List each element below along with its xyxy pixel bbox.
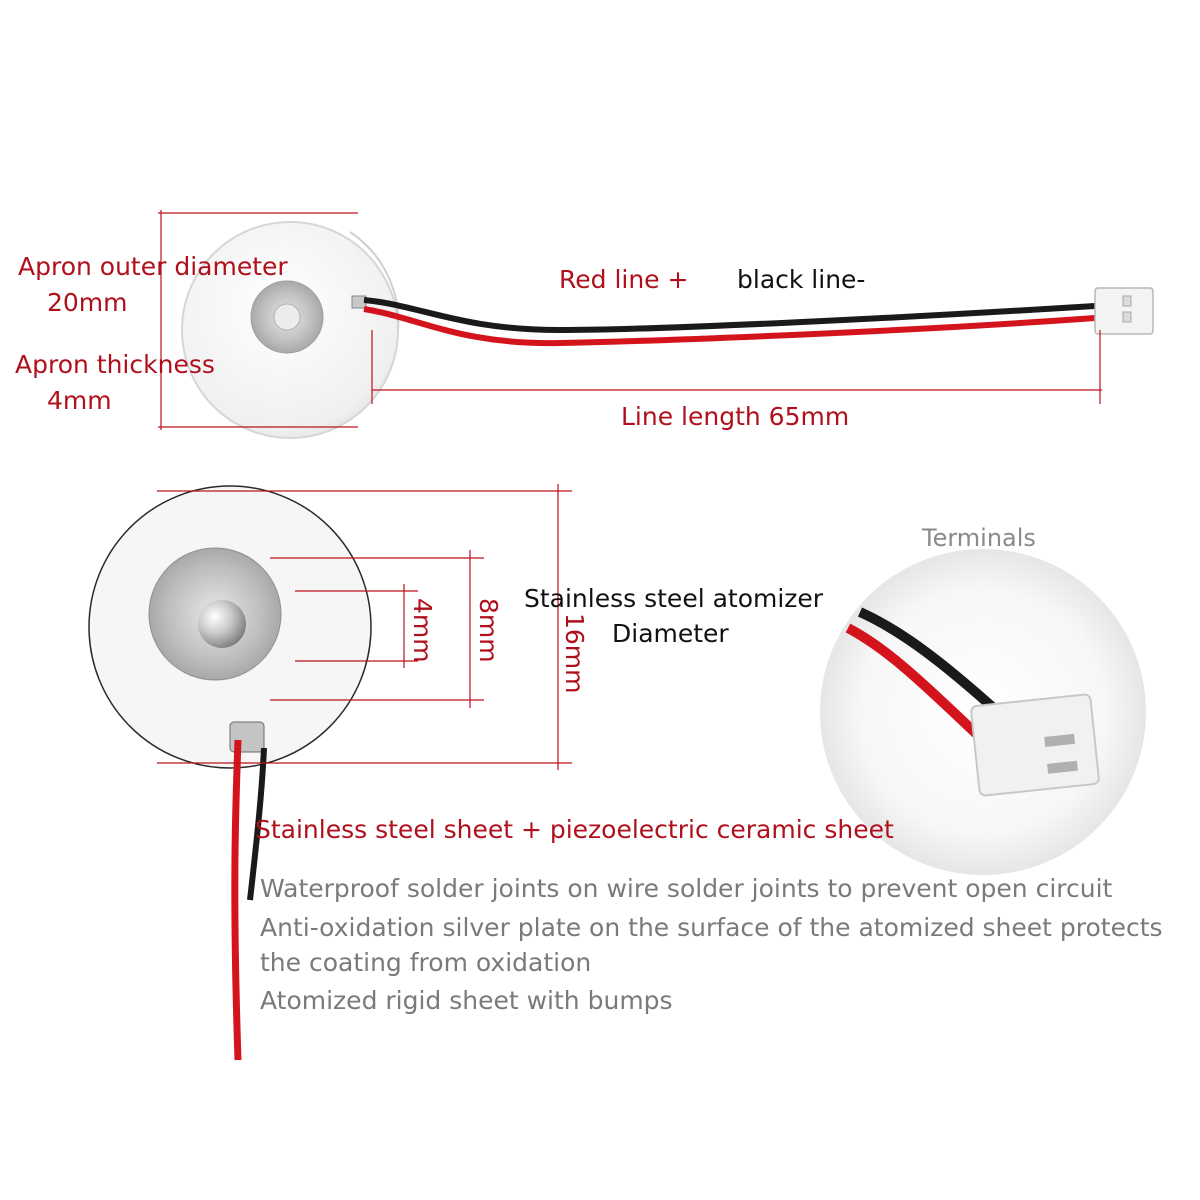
bottom-atomizer-face: [88, 485, 372, 1061]
bottom-dimension-lines: [157, 484, 572, 770]
dim-4mm-label: 4mm: [408, 598, 437, 663]
feature-item: Anti-oxidation silver plate on the surfa…: [260, 913, 1163, 942]
zoom-connector: [970, 693, 1100, 797]
zoom-pin-1: [1044, 733, 1076, 747]
apron-thickness-value: 4mm: [47, 386, 112, 415]
connector-slot-2: [1122, 311, 1132, 323]
zoom-pin-2: [1047, 760, 1078, 774]
connector-slot-1: [1122, 295, 1132, 307]
feature-item: Waterproof solder joints on wire solder …: [260, 874, 1113, 903]
atomizer-diameter-line1: Stainless steel atomizer: [524, 584, 824, 613]
zoom-red-wire: [845, 623, 989, 746]
red-wire: [363, 306, 1096, 347]
terminals-zoom: [820, 549, 1146, 875]
atomizer-bump-face: [198, 600, 246, 648]
black-wire: [363, 297, 1096, 334]
line-length-label: Line length 65mm: [621, 402, 849, 431]
terminal-connector: [1094, 287, 1154, 335]
zoom-black-wire: [857, 607, 1002, 716]
sheet-description: Stainless steel sheet + piezoelectric ce…: [255, 815, 894, 844]
top-atomizer-view: [181, 221, 1154, 439]
apron-outer-diameter-value: 20mm: [47, 288, 128, 317]
apron-thickness-label: Apron thickness: [15, 350, 215, 379]
atomizer-bump: [273, 303, 301, 331]
feature-item: Atomized rigid sheet with bumps: [260, 986, 673, 1015]
dim-8mm-label: 8mm: [474, 598, 503, 663]
black-line-label: black line-: [737, 265, 865, 294]
terminals-label: Terminals: [921, 524, 1036, 552]
red-wire-down: [231, 739, 242, 1061]
feature-list: Waterproof solder joints on wire solder …: [260, 874, 1163, 1015]
atomizer-diameter-line2: Diameter: [612, 619, 729, 648]
top-dimension-lines: [158, 210, 1102, 430]
red-line-label: Red line +: [559, 265, 688, 294]
apron-outer-diameter-label: Apron outer diameter: [18, 252, 288, 281]
dim-16mm-label: 16mm: [560, 613, 589, 694]
feature-item: the coating from oxidation: [260, 948, 591, 977]
